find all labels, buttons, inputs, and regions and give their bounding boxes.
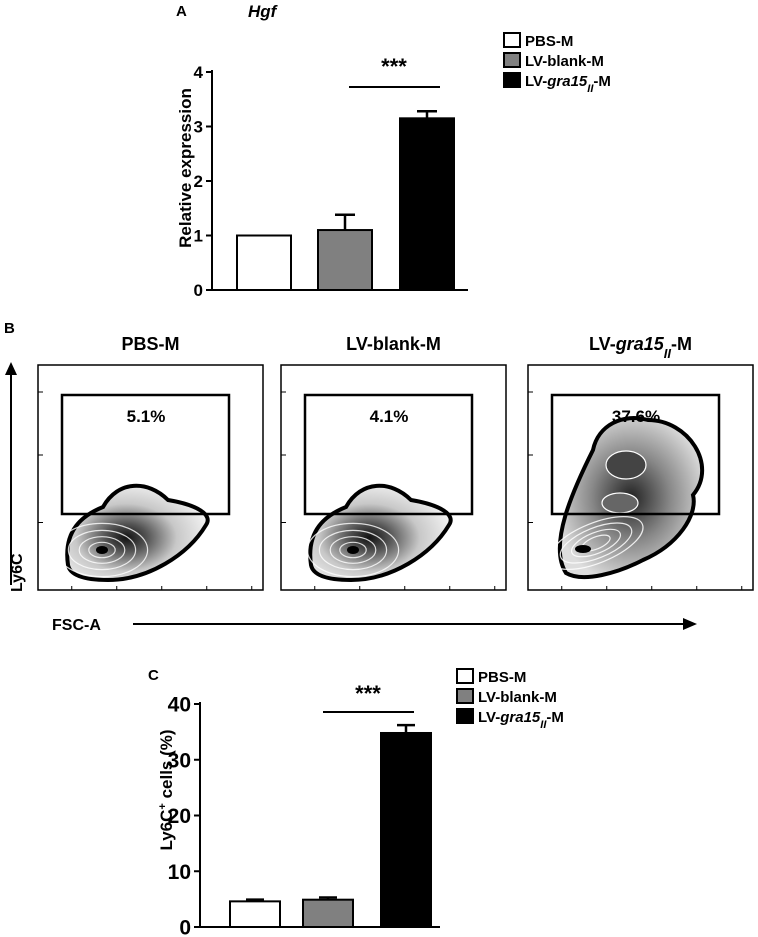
panel-b-flow-plots: PBS-M 5.1% LV-blank-M 4.1% LV-gra15II-M 37.6% xyxy=(37,334,754,591)
flow-plot-contour xyxy=(548,516,644,570)
panel-c-bar-2 xyxy=(302,898,354,928)
panel-a-bar-3 xyxy=(399,117,455,291)
flow-plot-upper-cluster xyxy=(605,450,647,480)
panel-c-legend-label-1-pre: PBS-M xyxy=(478,669,526,686)
panel-a-y-axis-label: Relative expression xyxy=(176,88,195,248)
flow-plot-core xyxy=(96,546,108,554)
flow-plot-core xyxy=(347,546,359,554)
panel-c-bar-3 xyxy=(380,731,432,928)
flow-plot-contour xyxy=(88,541,116,559)
flow-plot-3: LV-gra15II-M 37.6% xyxy=(527,334,754,591)
panel-c: C Ly6C+ cells (%) 0 10 20 30 40 *** PBS-M LV-… xyxy=(148,667,564,937)
panel-b: B PBS-M 5.1% LV-blank-M 4.1% LV-gra15II-M 37.… xyxy=(4,320,754,634)
panel-a-legend-label-3: LV-gra15II-M xyxy=(525,73,611,95)
panel-a-y-tick-label: 4 xyxy=(194,63,204,82)
flow-plot-gate-percent: 4.1% xyxy=(370,407,409,426)
flow-plot-contour xyxy=(67,529,137,571)
flow-plot-title-3-sub: II xyxy=(664,346,672,361)
flow-plot-contour xyxy=(570,528,622,558)
flow-plot-contour xyxy=(339,541,367,559)
panel-a-legend-label-2: LV-blank-M xyxy=(525,53,604,70)
flow-plot-title-3-pre: LV- xyxy=(589,334,616,354)
panel-c-y-tick-label: 20 xyxy=(168,805,191,828)
flow-plot-contour xyxy=(55,522,149,578)
panel-c-legend-swatch-3 xyxy=(456,708,474,724)
panel-a-legend-label-3-ital: gra15 xyxy=(546,73,588,90)
panel-a-significance: *** xyxy=(381,54,407,79)
panel-c-bar-1 xyxy=(229,900,281,928)
panel-a-legend-label-3-pre: LV- xyxy=(525,73,547,90)
panel-c-legend-label-3-pre: LV- xyxy=(478,709,500,726)
panel-c-y-tick-label: 30 xyxy=(168,749,191,772)
panel-a-y-tick-label: 2 xyxy=(194,172,203,191)
panel-a-legend-label-1-pre: PBS-M xyxy=(525,33,573,50)
panel-a-title: Hgf xyxy=(248,2,279,21)
panel-c-y-tick-label: 0 xyxy=(179,917,191,937)
panel-a-bar-1 xyxy=(236,234,292,291)
flow-plot-title: LV-blank-M xyxy=(346,334,441,354)
panel-c-y-tick-label: 10 xyxy=(168,861,191,884)
panel-b-letter: B xyxy=(4,320,15,337)
panel-a-bars xyxy=(236,109,455,292)
panel-a-legend-label-3-sub: II xyxy=(587,83,594,95)
panel-c-letter: C xyxy=(148,667,159,684)
flow-plot-gate xyxy=(60,393,231,516)
flow-plot-title-3-post: -M xyxy=(671,334,692,354)
panel-c-legend-swatch-2 xyxy=(456,688,474,704)
panel-b-y-arrowhead xyxy=(5,362,17,375)
panel-a-y-tick-label: 3 xyxy=(194,118,203,137)
flow-plot-title-2-pre: LV-blank-M xyxy=(346,334,441,354)
flow-plot-gate-percent: 5.1% xyxy=(127,407,166,426)
flow-plot-title-1-pre: PBS-M xyxy=(122,334,180,354)
panel-c-significance: *** xyxy=(355,681,381,706)
panel-a-bar-2 xyxy=(317,229,373,292)
panel-c-legend-label-3: LV-gra15II-M xyxy=(478,709,564,731)
flow-plot-contour xyxy=(318,529,388,571)
panel-c-legend-label-1: PBS-M xyxy=(478,669,526,686)
panel-c-legend-label-3-post: -M xyxy=(546,709,564,726)
panel-a-y-tick-label: 0 xyxy=(194,281,203,300)
panel-a-letter: A xyxy=(176,3,187,20)
panel-b-y-axis-label: Ly6C xyxy=(9,553,26,592)
flow-plot-title: PBS-M xyxy=(122,334,180,354)
panel-c-legend-label-2-pre: LV-blank-M xyxy=(478,689,557,706)
flow-plot-title-3-ital: gra15 xyxy=(615,334,665,354)
flow-plot-gate-percent: 37.6% xyxy=(612,407,660,426)
panel-a-legend: PBS-M LV-blank-M LV-gra15II-M xyxy=(503,32,611,95)
panel-c-legend-label-3-ital: gra15 xyxy=(499,709,541,726)
panel-c-legend-swatch-1 xyxy=(456,668,474,684)
flow-plot-core xyxy=(575,545,591,553)
flow-plot-mid-cluster xyxy=(601,492,639,514)
flow-plot-contour xyxy=(559,522,633,564)
panel-a-legend-label-2-pre: LV-blank-M xyxy=(525,53,604,70)
panel-c-legend-label-3-sub: II xyxy=(540,719,547,731)
panel-b-x-axis-label: FSC-A xyxy=(52,617,101,634)
panel-a-legend-swatch-2 xyxy=(503,52,521,68)
flow-plot-contour xyxy=(329,536,377,564)
panel-b-x-arrowhead xyxy=(683,618,697,630)
flow-plot-title: LV-gra15II-M xyxy=(589,334,692,361)
flow-plot-gate xyxy=(550,393,721,516)
flow-plot-contour xyxy=(306,522,400,578)
panel-c-legend-label-2: LV-blank-M xyxy=(478,689,557,706)
flow-plot-gate xyxy=(303,393,474,516)
panel-a-legend-swatch-3 xyxy=(503,72,521,88)
panel-a-legend-swatch-1 xyxy=(503,32,521,48)
panel-a-legend-label-1: PBS-M xyxy=(525,33,573,50)
panel-c-y-axis-label: Ly6C+ cells (%) xyxy=(157,729,176,850)
panel-c-legend: PBS-M LV-blank-M LV-gra15II-M xyxy=(456,668,564,731)
panel-c-bars xyxy=(229,723,432,928)
panel-c-y-tick-label: 40 xyxy=(168,694,191,717)
flow-plot-2: LV-blank-M 4.1% xyxy=(280,334,507,591)
flow-plot-contour xyxy=(78,536,126,564)
flow-plot-1: PBS-M 5.1% xyxy=(37,334,264,591)
panel-a: A Hgf Relative expression 0 1 2 3 4 *** PBS-… xyxy=(176,2,611,300)
panel-a-legend-label-3-post: -M xyxy=(593,73,611,90)
panel-a-y-tick-label: 1 xyxy=(194,227,203,246)
